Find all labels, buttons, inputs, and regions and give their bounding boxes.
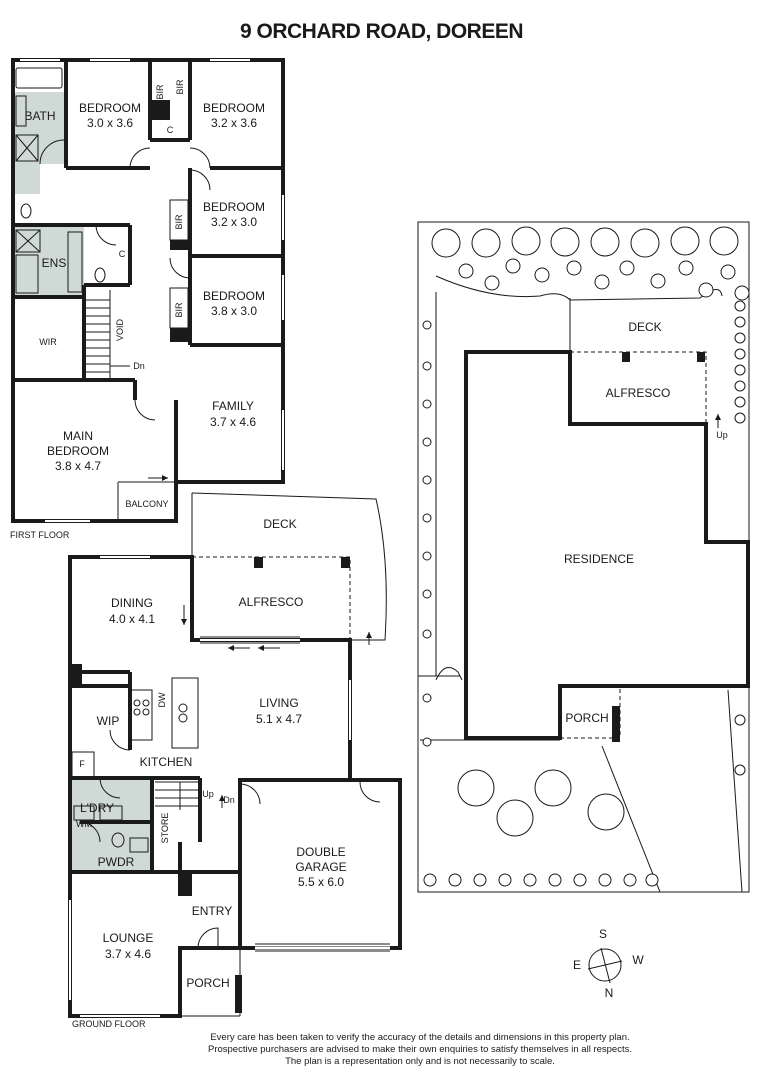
bedroom3-dim: 3.2 x 3.0: [211, 215, 257, 229]
ground-alfresco-label: ALFRESCO: [239, 595, 304, 609]
disclaimer: Every care has been taken to verify the …: [120, 1032, 720, 1068]
ground-floor-plan: [68, 492, 402, 1018]
washing-machine-label: WM: [76, 819, 92, 829]
bath-label: BATH: [24, 109, 55, 123]
fridge-label: F: [79, 759, 85, 769]
garage-line2: GARAGE: [295, 860, 346, 874]
ensuite-label: ENS: [42, 256, 67, 270]
site-up-label: Up: [716, 430, 728, 440]
main-bedroom-dim: 3.8 x 4.7: [55, 459, 101, 473]
garage-dim: 5.5 x 6.0: [298, 875, 344, 889]
living-dim: 5.1 x 4.7: [256, 712, 302, 726]
disclaimer-line-1: Every care has been taken to verify the …: [210, 1032, 630, 1043]
compass-ring: [588, 948, 622, 982]
site-porch-label: PORCH: [565, 711, 608, 725]
stairs-down-label: Dn: [133, 361, 145, 371]
first-floor-plan: [11, 58, 285, 523]
site-plan: [417, 221, 750, 893]
dining-dim: 4.0 x 4.1: [109, 612, 155, 626]
bedroom2-dim: 3.2 x 3.6: [211, 116, 257, 130]
compass-n: N: [605, 986, 614, 1000]
compass-s: S: [599, 927, 607, 941]
hall-wet-area: [14, 164, 40, 194]
living-name: LIVING: [259, 696, 298, 710]
laundry-label: L'DRY: [80, 801, 114, 815]
void-label: VOID: [115, 319, 125, 342]
kitchen-island: [171, 677, 199, 749]
plan-title: 9 ORCHARD ROAD, DOREEN: [239, 20, 524, 43]
balcony-label: BALCONY: [125, 499, 168, 509]
garage-down-label: Dn: [223, 795, 235, 805]
lounge-name: LOUNGE: [103, 931, 154, 945]
disclaimer-line-2: Prospective purchasers are advised to ma…: [207, 1044, 632, 1055]
laundry-powder-wet-area: [72, 778, 152, 872]
dishwasher-label: DW: [157, 692, 167, 707]
wip-label: WIP: [97, 714, 120, 728]
ground-deck-outline: [191, 492, 387, 641]
site-alfresco-label: ALFRESCO: [606, 386, 671, 400]
ground-floor-label: GROUND FLOOR: [72, 1019, 146, 1029]
bedroom4-dim: 3.8 x 3.0: [211, 304, 257, 318]
ensuite-cupboard-label: C: [119, 249, 126, 259]
lounge-dim: 3.7 x 4.6: [105, 947, 151, 961]
bedroom2-name: BEDROOM: [203, 101, 265, 115]
first-floor-label: FIRST FLOOR: [10, 530, 70, 540]
entry-label: ENTRY: [192, 904, 232, 918]
bir-label-3: BIR: [174, 214, 184, 230]
compass-e: E: [573, 958, 581, 972]
bir-label-4: BIR: [174, 302, 184, 318]
family-name: FAMILY: [212, 399, 254, 413]
wir-label: WIR: [39, 337, 57, 347]
main-bedroom-line1: MAIN: [63, 429, 93, 443]
porch-label: PORCH: [186, 976, 229, 990]
bedroom1-dim: 3.0 x 3.6: [87, 116, 133, 130]
bedroom1-name: BEDROOM: [79, 101, 141, 115]
compass-w: W: [632, 953, 644, 967]
powder-label: PWDR: [98, 855, 135, 869]
compass: S W E N: [573, 927, 644, 1000]
main-bedroom-line2: BEDROOM: [47, 444, 109, 458]
ensuite-wet-area: [14, 225, 84, 297]
kitchen-label: KITCHEN: [140, 755, 193, 769]
bir-label-1: BIR: [155, 84, 165, 100]
family-dim: 3.7 x 4.6: [210, 415, 256, 429]
bedroom3-name: BEDROOM: [203, 200, 265, 214]
stairs-up-label: Up: [202, 789, 214, 799]
ground-deck-label: DECK: [263, 517, 296, 531]
garage-line1: DOUBLE: [296, 845, 345, 859]
site-deck-label: DECK: [628, 320, 661, 334]
bedroom4-name: BEDROOM: [203, 289, 265, 303]
dining-name: DINING: [111, 596, 153, 610]
residence-outline: [464, 350, 750, 740]
disclaimer-line-3: The plan is a representation only and is…: [285, 1056, 555, 1067]
bir-label-2: BIR: [175, 79, 185, 95]
residence-label: RESIDENCE: [564, 552, 634, 566]
linen-cupboard-label: C: [167, 125, 174, 135]
store-label: STORE: [160, 813, 170, 844]
bath-wet-area: [14, 92, 66, 164]
